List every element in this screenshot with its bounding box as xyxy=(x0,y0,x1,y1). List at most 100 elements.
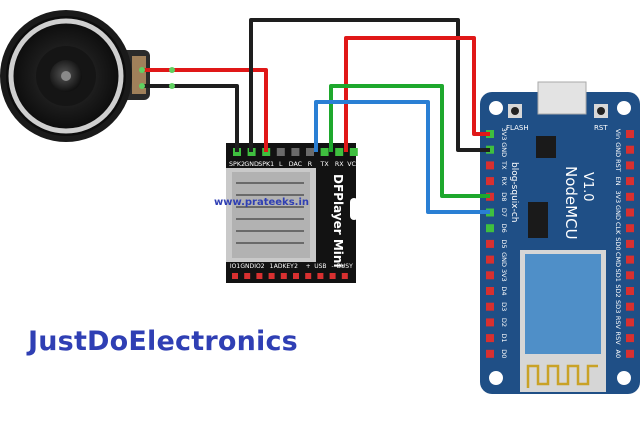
dfplayer-bottom-pin-label: IO1 xyxy=(230,263,240,270)
nodemcu-left-pin-label: TX xyxy=(500,160,508,170)
nodemcu-left-pin-label: 3V3 xyxy=(500,269,508,282)
wire-speaker-spk1 xyxy=(140,68,268,152)
wire-rx xyxy=(329,84,490,198)
nodemcu-right-pin xyxy=(626,145,634,154)
dfplayer-top-pin-label: RX xyxy=(335,161,344,168)
nodemcu-right-pin-label: 3V3 xyxy=(614,190,622,203)
dfplayer-bottom-pin-label: - xyxy=(332,263,334,270)
wire-gnd xyxy=(249,18,490,152)
dfplayer-bottom-pin-label: GND xyxy=(240,263,254,270)
nodemcu-left-pin xyxy=(486,271,494,280)
nodemcu-right-pin xyxy=(626,302,634,311)
dfplayer-top-pin-label: SPK2 xyxy=(229,161,245,168)
dfplayer-top-pin xyxy=(291,148,300,156)
nodemcu-right-pin xyxy=(626,130,634,138)
dfplayer-bottom-pin-label: IO2 xyxy=(254,263,264,270)
nodemcu-right-pin-label: GND xyxy=(614,205,622,220)
dfplayer-bottom-pin xyxy=(268,273,275,279)
nodemcu-right-pin xyxy=(626,255,634,264)
nodemcu-right-pin-label: CLK xyxy=(614,222,622,235)
nodemcu-left-pin xyxy=(486,161,494,170)
nodemcu-left-pin-label: D4 xyxy=(500,286,508,295)
wire-vcc xyxy=(344,36,490,152)
dfplayer-top-pin-label: L xyxy=(279,161,283,168)
nodemcu-flash-label: FLASH xyxy=(506,124,529,132)
dfplayer-top-pin-label: GND xyxy=(244,161,259,168)
nodemcu-left-pin-label: D3 xyxy=(500,302,508,311)
dfplayer-top-pin-label: SPK1 xyxy=(258,161,274,168)
nodemcu-left-pin-label: D8 xyxy=(500,192,508,201)
nodemcu-left-pin-label: D5 xyxy=(500,239,508,248)
nodemcu-left-pin xyxy=(486,349,494,358)
nodemcu-right-pin-label: EN xyxy=(614,177,622,186)
site-text: www.prateeks.in xyxy=(214,197,309,208)
dfplayer-top-pin-label: TX xyxy=(320,161,330,168)
brand-watermark: JustDoElectronics xyxy=(28,326,298,357)
dfplayer-bottom-pin xyxy=(341,273,348,279)
nodemcu-left-pin-label: D6 xyxy=(500,224,508,233)
dfplayer-bottom-pin-label: + xyxy=(306,263,311,270)
nodemcu-right-pin-label: A0 xyxy=(614,350,622,359)
nodemcu-left-pin xyxy=(486,302,494,311)
dfplayer-top-pin xyxy=(276,148,285,156)
nodemcu-left-pin xyxy=(486,177,494,186)
nodemcu-left-pin-label: D0 xyxy=(500,349,508,358)
nodemcu-version: V1.0 xyxy=(580,172,595,202)
wire-end-dots xyxy=(139,67,175,89)
nodemcu-right-pin xyxy=(626,177,634,186)
nodemcu-right-header: VinGNDRSTEN3V3GNDCLKSD0CMDSD1SD2SD3RSVRS… xyxy=(614,129,634,358)
nodemcu-left-pin-label: GND xyxy=(500,252,508,267)
nodemcu-board xyxy=(480,81,640,394)
dfplayer-bottom-pin-label: 1 xyxy=(270,263,274,270)
nodemcu-left-pin xyxy=(486,239,494,248)
nodemcu-right-pin-label: RSV xyxy=(614,332,622,346)
nodemcu-left-pin-label: GND xyxy=(500,142,508,157)
dfplayer-bottom-pin-label: ADKEY xyxy=(274,263,294,270)
nodemcu-right-pin xyxy=(626,334,634,343)
nodemcu-right-pin-label: CMD xyxy=(614,252,622,267)
nodemcu-right-pin-label: SD1 xyxy=(614,269,622,282)
dfplayer-top-pin xyxy=(320,148,329,156)
nodemcu-site: blog-squix-ch xyxy=(509,162,519,223)
wire-tx xyxy=(314,100,490,214)
dfplayer-bottom-pin-label: USB xyxy=(314,263,326,270)
nodemcu-right-pin-label: SD3 xyxy=(614,300,622,313)
nodemcu-right-pin xyxy=(626,239,634,248)
dfplayer-bottom-pin xyxy=(256,273,263,279)
nodemcu-right-pin-label: Vin xyxy=(614,129,622,139)
wire-speaker-spk2 xyxy=(140,84,239,152)
dfplayer-bottom-pin xyxy=(317,273,324,279)
nodemcu-right-pin xyxy=(626,318,634,327)
nodemcu-right-pin-label: GND xyxy=(614,142,622,157)
dfplayer-bottom-pin-label: BUSY xyxy=(337,263,353,270)
nodemcu-right-pin xyxy=(626,271,634,280)
dfplayer-bottom-pin xyxy=(232,273,238,279)
dfplayer-title: DFPlayer Mini xyxy=(331,174,345,268)
nodemcu-right-pin-label: SD2 xyxy=(614,284,622,297)
nodemcu-right-pin xyxy=(626,224,634,233)
dfplayer-top-pin xyxy=(306,148,314,156)
nodemcu-right-pin-label: SD0 xyxy=(614,237,622,250)
dfplayer-top-pin-label: VCC xyxy=(347,161,361,168)
nodemcu-left-pin xyxy=(486,318,494,327)
dfplayer-top-pin xyxy=(349,148,358,156)
nodemcu-left-pin xyxy=(486,255,494,264)
nodemcu-left-pin xyxy=(486,287,494,295)
dfplayer-bottom-pin xyxy=(329,273,336,279)
dfplayer-top-pin-label: R xyxy=(308,161,313,168)
dfplayer-bottom-pin xyxy=(280,273,287,279)
nodemcu-right-pin xyxy=(626,208,634,217)
dfplayer-bottom-pin-label: 2 xyxy=(294,263,298,270)
nodemcu-right-pin xyxy=(626,192,634,201)
nodemcu-rst-label: RST xyxy=(594,124,608,132)
nodemcu-right-pin xyxy=(626,287,634,295)
nodemcu-right-pin xyxy=(626,349,634,358)
nodemcu-left-pin xyxy=(486,334,494,343)
nodemcu-title: NodeMCU xyxy=(562,166,580,240)
dfplayer-top-pin xyxy=(335,148,344,156)
dfplayer-bottom-pin xyxy=(293,273,299,279)
nodemcu-left-pin xyxy=(486,224,494,233)
